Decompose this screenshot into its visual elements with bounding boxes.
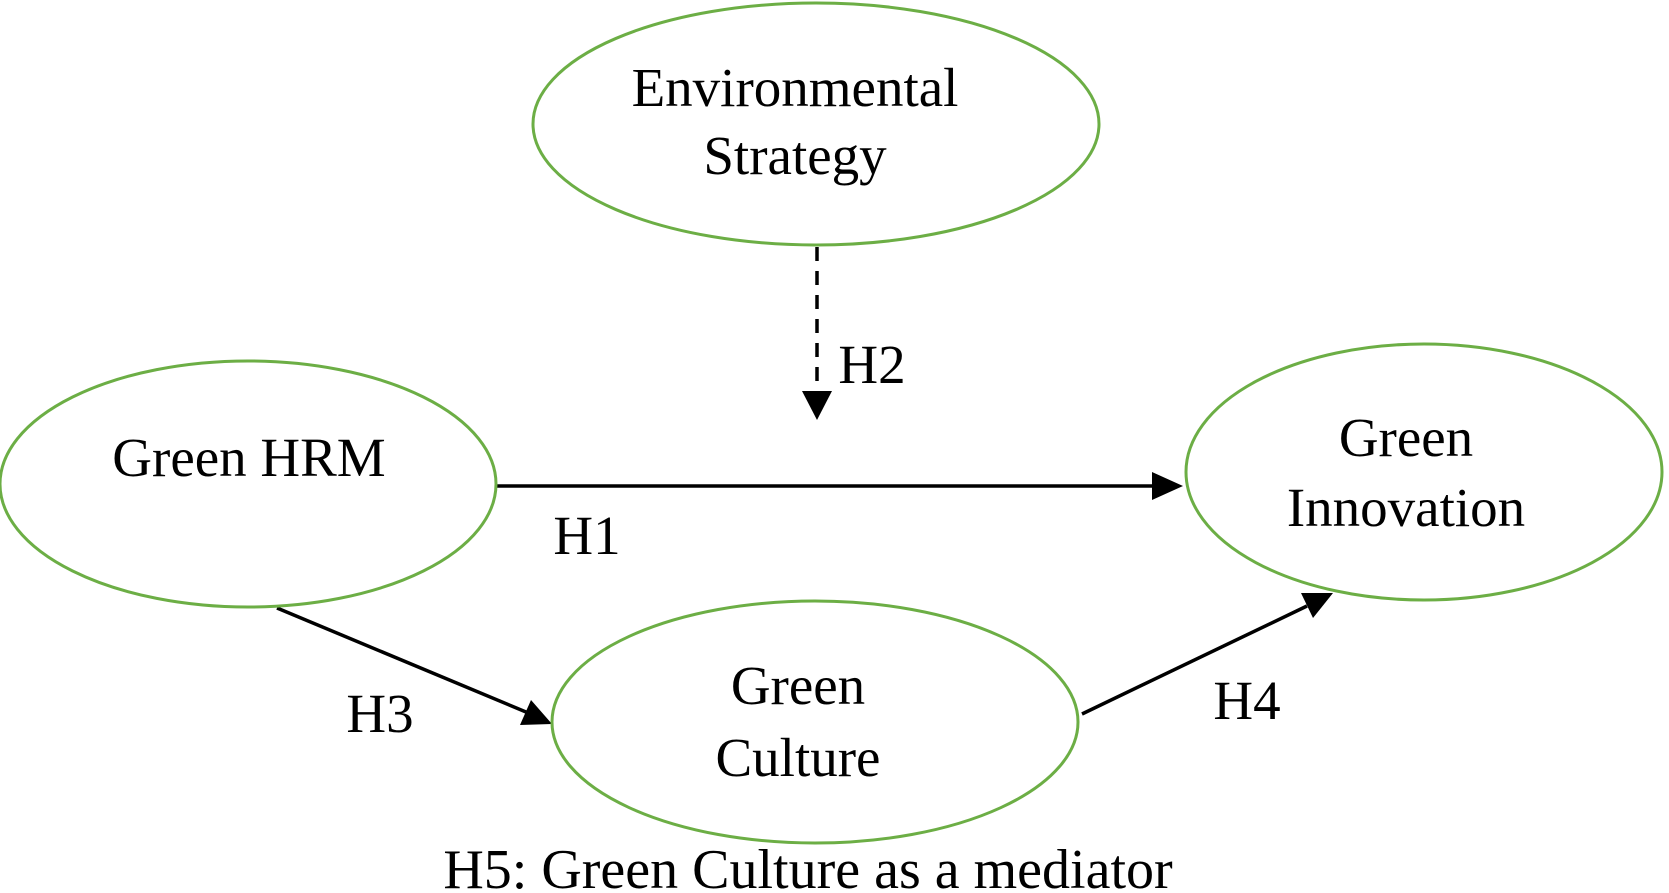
mediation-note: H5: Green Culture as a mediator bbox=[443, 839, 1173, 893]
node-green-innovation: Green Innovation bbox=[1184, 342, 1664, 602]
edge-h3: H3 bbox=[276, 606, 552, 744]
node-environmental-strategy-label-line1: Environmental bbox=[632, 57, 959, 118]
node-green-culture-label-line2: Culture bbox=[716, 727, 881, 788]
edge-h2-label: H2 bbox=[838, 334, 905, 395]
node-green-hrm-label: Green HRM bbox=[112, 427, 385, 488]
edge-h4: H4 bbox=[1081, 593, 1333, 731]
edge-h2-arrowhead-icon bbox=[802, 391, 832, 420]
node-environmental-strategy-ellipse bbox=[531, 1, 1101, 247]
edge-h4-line bbox=[1081, 604, 1308, 716]
edge-h2: H2 bbox=[802, 247, 906, 420]
edge-h1-arrowhead-icon bbox=[1152, 472, 1183, 500]
node-green-hrm-ellipse bbox=[0, 359, 498, 609]
node-green-culture-label-line1: Green bbox=[731, 655, 865, 716]
edge-h1-label: H1 bbox=[553, 505, 620, 566]
node-green-culture-ellipse bbox=[550, 599, 1080, 845]
node-green-innovation-label-line2: Innovation bbox=[1287, 477, 1525, 538]
node-green-innovation-label-line1: Green bbox=[1339, 407, 1473, 468]
edge-h3-arrowhead-icon bbox=[520, 700, 552, 725]
edge-h1: H1 bbox=[497, 472, 1183, 566]
node-green-innovation-ellipse bbox=[1184, 342, 1664, 602]
edge-h3-label: H3 bbox=[346, 683, 413, 744]
node-environmental-strategy: Environmental Strategy bbox=[531, 1, 1101, 247]
edge-h4-arrowhead-icon bbox=[1301, 593, 1333, 618]
edge-h3-line bbox=[276, 606, 527, 714]
node-environmental-strategy-label-line2: Strategy bbox=[703, 125, 887, 186]
node-green-hrm: Green HRM bbox=[0, 359, 498, 609]
edge-h4-label: H4 bbox=[1213, 670, 1280, 731]
node-green-culture: Green Culture bbox=[550, 599, 1080, 845]
